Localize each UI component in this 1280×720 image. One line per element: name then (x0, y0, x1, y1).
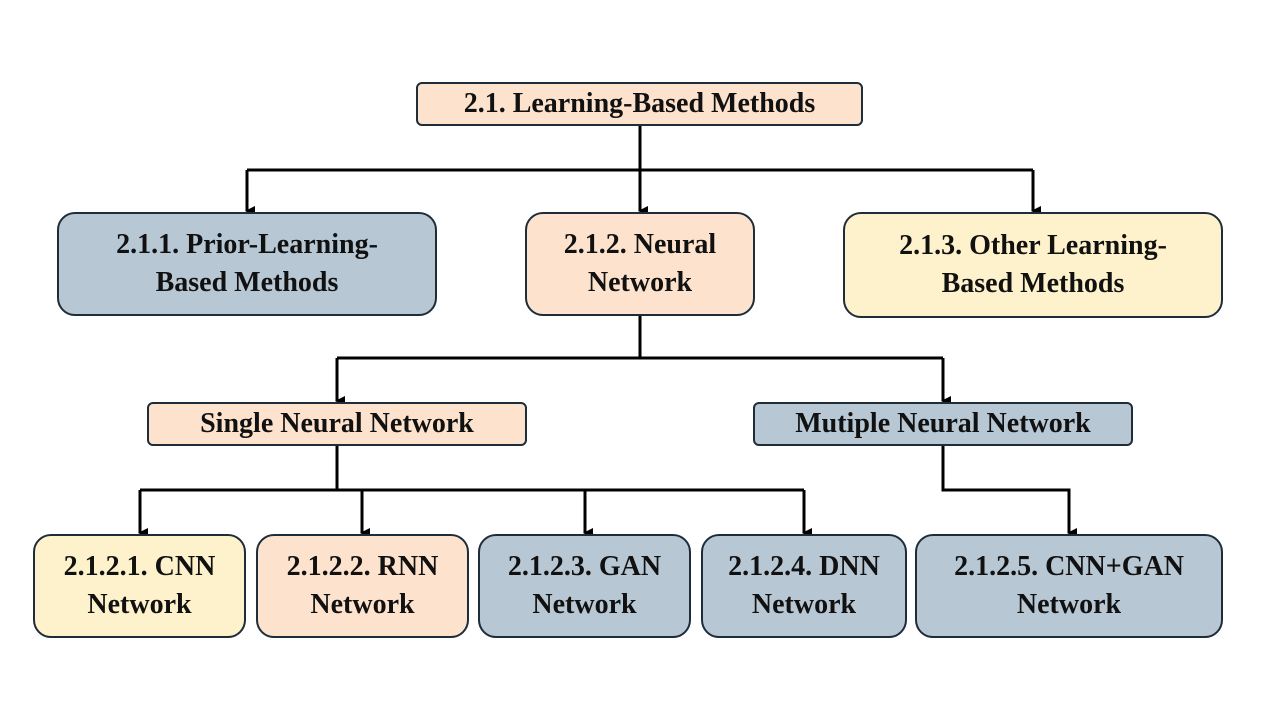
node-neural-network: 2.1.2. Neural Network (525, 212, 755, 316)
leaf-cnn-gan-network: 2.1.2.5. CNN+GAN Network (915, 534, 1223, 638)
leaf-cnn-network: 2.1.2.1. CNN Network (33, 534, 246, 638)
node-multiple-neural-network-label: Mutiple Neural Network (795, 408, 1091, 439)
node-prior-learning-label: 2.1.1. Prior-Learning- Based Methods (116, 229, 378, 298)
leaf-gan-network-label: 2.1.2.3. GAN Network (507, 551, 662, 620)
connector-multiple-path (941, 445, 1077, 538)
node-single-neural-network-label: Single Neural Network (200, 408, 474, 439)
leaf-cnn-gan-network-label: 2.1.2.5. CNN+GAN Network (954, 551, 1184, 620)
leaf-dnn-network-label: 2.1.2.4. DNN Network (728, 551, 880, 620)
leaf-rnn-network: 2.1.2.2. RNN Network (256, 534, 469, 638)
leaf-cnn-network-label: 2.1.2.1. CNN Network (63, 551, 216, 620)
leaf-gan-network: 2.1.2.3. GAN Network (478, 534, 691, 638)
node-other-learning: 2.1.3. Other Learning- Based Methods (843, 212, 1223, 318)
node-prior-learning: 2.1.1. Prior-Learning- Based Methods (57, 212, 437, 316)
leaf-dnn-network: 2.1.2.4. DNN Network (701, 534, 907, 638)
node-multiple-neural-network: Mutiple Neural Network (753, 402, 1133, 446)
root-node: 2.1. Learning-Based Methods (416, 82, 863, 126)
node-single-neural-network: Single Neural Network (147, 402, 527, 446)
leaf-rnn-network-label: 2.1.2.2. RNN Network (286, 551, 439, 620)
root-node-label: 2.1. Learning-Based Methods (463, 88, 816, 119)
node-neural-network-label: 2.1.2. Neural Network (563, 229, 717, 298)
node-other-learning-label: 2.1.3. Other Learning- Based Methods (899, 230, 1167, 299)
